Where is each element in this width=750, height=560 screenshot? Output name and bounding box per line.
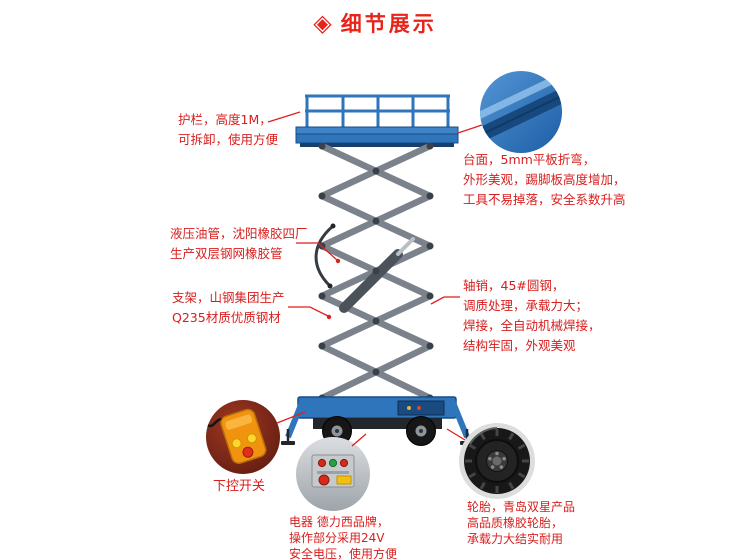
- hub-bolts: [488, 451, 506, 469]
- leader-lines: [267, 111, 483, 447]
- callout-platform: 台面，5mm平板折弯， 外形美观，踢脚板高度增加， 工具不易掉落，安全系数升高: [463, 152, 626, 207]
- callout-axle-pin: 轴销，45#圆钢， 调质处理，承载力大； 焊接，全自动机械焊接， 结构牢固，外观…: [463, 278, 601, 353]
- tire-detail-photo: [459, 423, 535, 499]
- callout-guardrail: 护栏，高度1M， 可拆卸，使用方便: [178, 112, 279, 147]
- diamond-icon: ◈: [313, 9, 332, 37]
- callout-tires: 轮胎，青岛双星产品 高品质橡胶轮胎， 承载力大结实耐用: [467, 500, 576, 546]
- scissor-lift-illustration: [281, 94, 474, 446]
- hydraulic-hose: [314, 223, 336, 289]
- tire-treads: [465, 429, 529, 493]
- callout-hydraulic-hose: 液压油管，沈阳橡胶四厂 生产双层钢网橡胶管: [170, 226, 308, 261]
- page-header: ◈ 细节展示: [0, 8, 750, 38]
- callout-support-frame: 支架，山钢集团生产 Q235材质优质钢材: [172, 290, 285, 325]
- base-chassis: [281, 396, 474, 445]
- page-title: 细节展示: [340, 12, 437, 36]
- callout-lower-control-switch: 下控开关: [213, 479, 266, 494]
- platform-detail-photo: [480, 71, 562, 153]
- callout-electrics: 电器 德力西品牌， 操作部分采用24V 安全电压，使用方便: [289, 515, 398, 560]
- hydraulic-cylinder: [339, 237, 415, 313]
- guardrail: [305, 94, 450, 128]
- pivot-pins: [318, 142, 434, 402]
- platform-deck: [295, 126, 459, 147]
- remote-control-photo: [206, 400, 280, 474]
- control-panel-photo: [296, 437, 370, 511]
